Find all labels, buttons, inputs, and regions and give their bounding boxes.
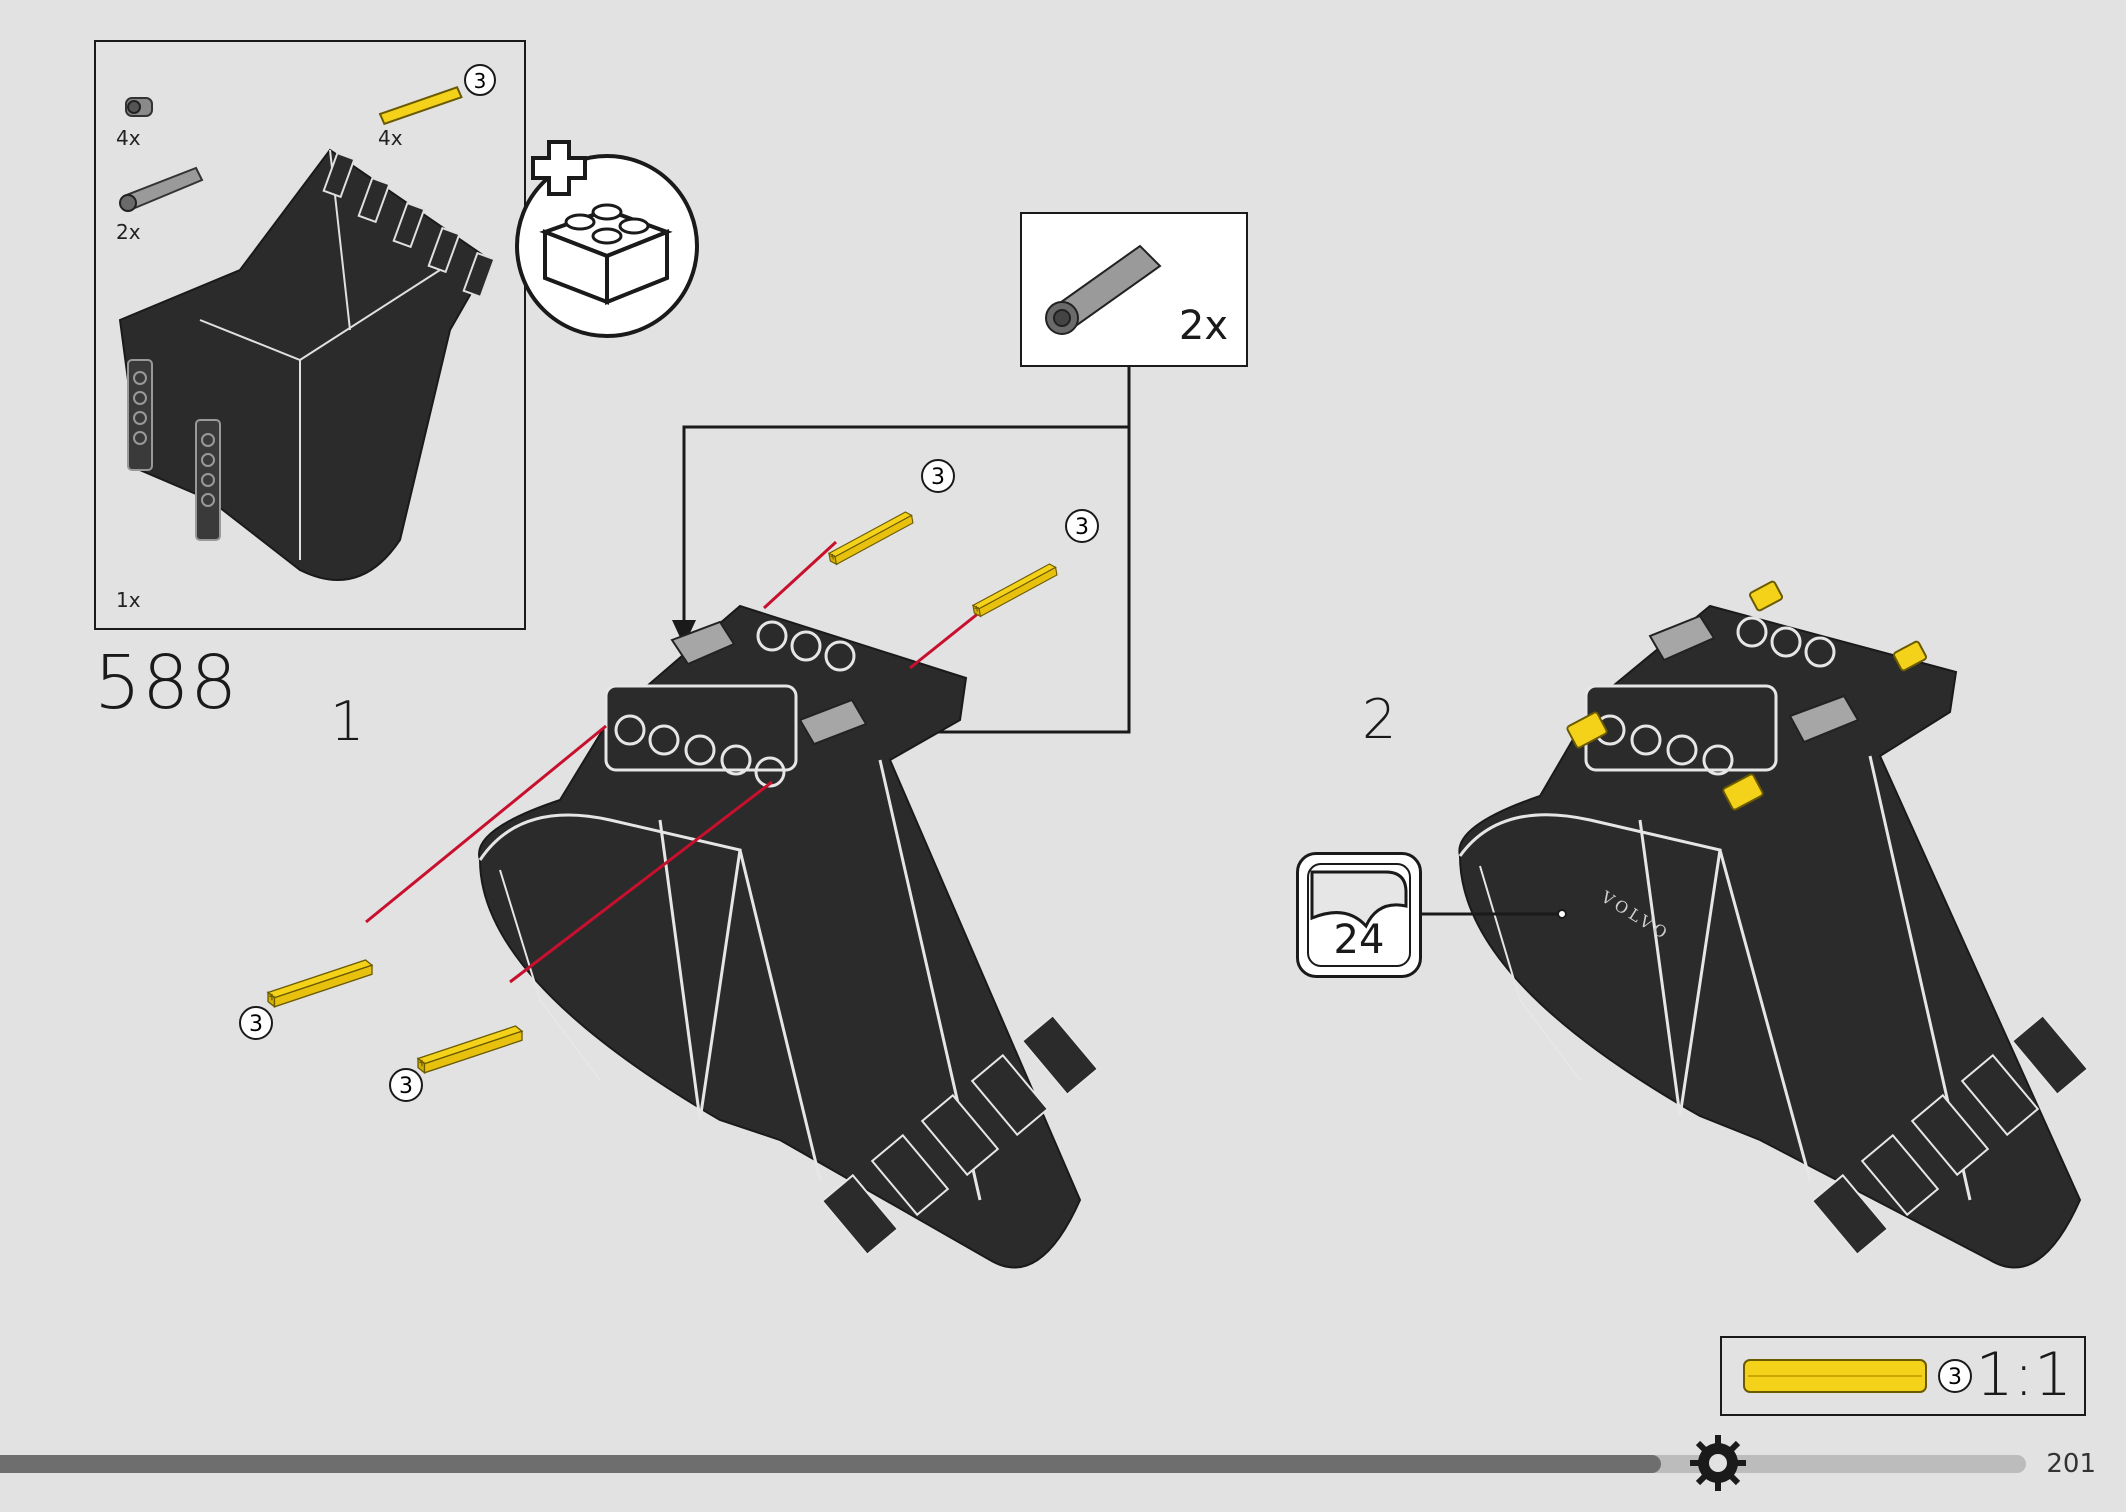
bush-icon bbox=[125, 97, 153, 117]
plus-brick-icon bbox=[515, 140, 699, 338]
gear-icon bbox=[1690, 1435, 1746, 1491]
yellow-axle-3-icon bbox=[378, 86, 463, 126]
scale-label: 1:1 bbox=[1975, 1340, 2072, 1410]
parts-list-panel: 4x 4x 2x 1x bbox=[94, 40, 526, 630]
bucket-step-1 bbox=[478, 604, 1100, 1269]
sticker-frame bbox=[1307, 863, 1411, 967]
axle-connector-icon bbox=[119, 166, 204, 212]
sticker-number: 24 bbox=[1333, 917, 1385, 963]
part-quantity-connector: 2x bbox=[116, 220, 141, 244]
leader-arrow-down bbox=[672, 620, 696, 646]
axle-length-label: 3 bbox=[474, 69, 487, 93]
axle-3-c bbox=[823, 510, 919, 566]
connector-callout: 2x bbox=[1020, 212, 1248, 367]
progress-fill bbox=[0, 1455, 1662, 1473]
axle-length-circle-1: 3 bbox=[239, 1006, 273, 1040]
scale-reference: 1:1 bbox=[1720, 1336, 2086, 1416]
scale-axle-icon bbox=[1743, 1359, 1927, 1393]
sticker-icon bbox=[1310, 870, 1408, 929]
axle-length-label-1: 3 bbox=[249, 1012, 263, 1037]
axle-3-b bbox=[417, 1025, 523, 1074]
substep-1-label: 1 bbox=[330, 690, 365, 753]
scale-length-label: 3 bbox=[1948, 1365, 1962, 1390]
excavator-bucket-icon bbox=[118, 148, 496, 581]
bucket-step-2: VOLVO bbox=[1458, 580, 2090, 1269]
step-number: 588 bbox=[94, 640, 239, 726]
axle-length-circle-4: 3 bbox=[1065, 509, 1099, 543]
page-number: 201 bbox=[2046, 1449, 2096, 1479]
part-quantity-bucket: 1x bbox=[116, 588, 141, 612]
axle-3-d bbox=[967, 562, 1063, 618]
axle-length-label-2: 3 bbox=[399, 1074, 413, 1099]
sticker-leader-dot bbox=[1557, 909, 1567, 919]
axle-length-label-4: 3 bbox=[1075, 515, 1089, 540]
scale-length-circle: 3 bbox=[1938, 1359, 1972, 1393]
axle-3-a bbox=[267, 959, 373, 1008]
axle-length-circle: 3 bbox=[464, 64, 496, 96]
part-quantity-bush: 4x bbox=[116, 126, 141, 150]
callout-connector-icon bbox=[1045, 244, 1162, 335]
substep-2-label: 2 bbox=[1362, 688, 1397, 751]
callout-quantity: 2x bbox=[1178, 303, 1228, 349]
callout-leader bbox=[682, 367, 1131, 734]
axle-length-label-3: 3 bbox=[931, 465, 945, 490]
axle-length-circle-2: 3 bbox=[389, 1068, 423, 1102]
part-quantity-axle: 4x bbox=[378, 126, 403, 150]
axle-length-circle-3: 3 bbox=[921, 459, 955, 493]
